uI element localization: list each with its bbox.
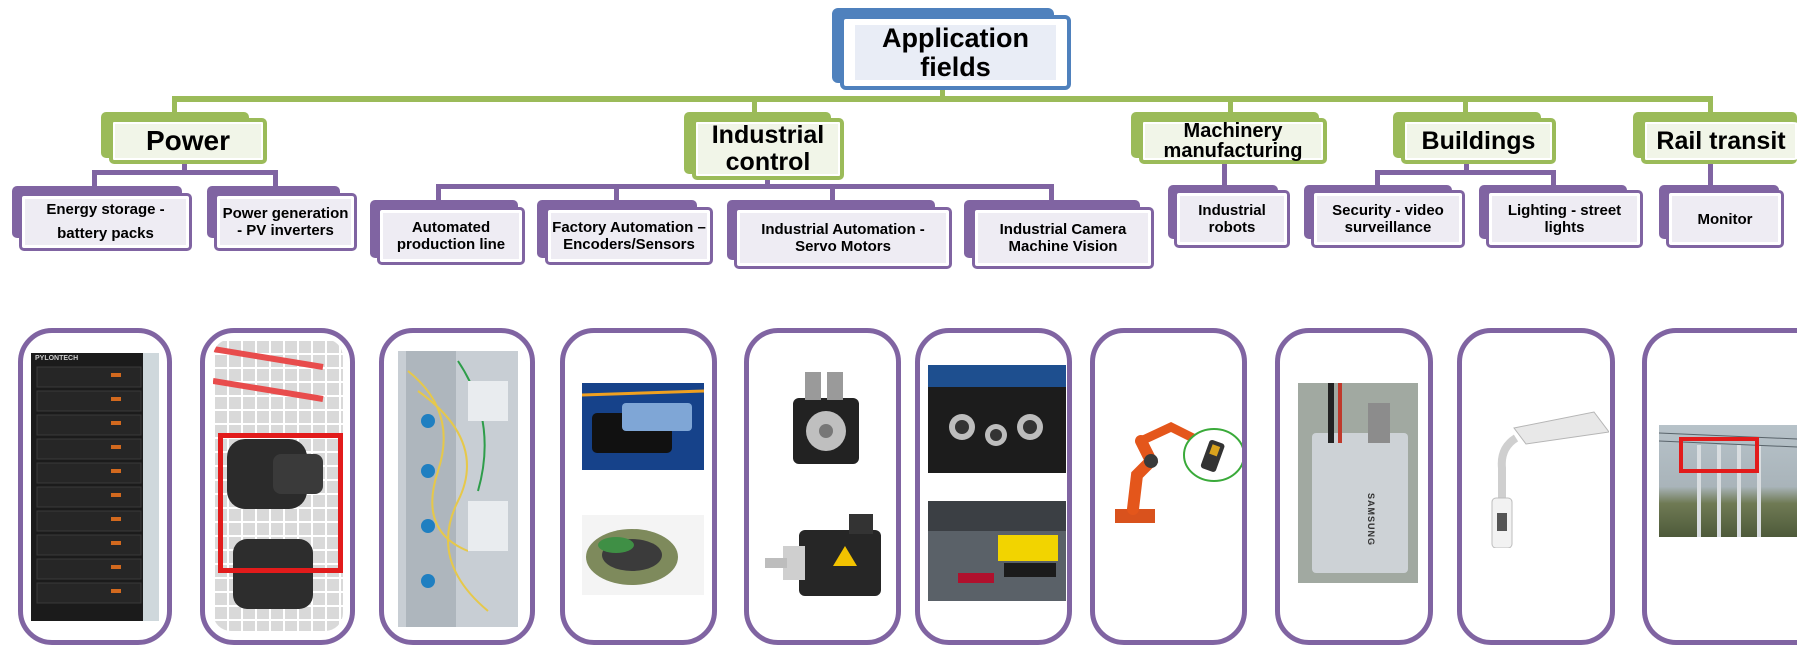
battery-brand-label: PYLONTECH [35,355,79,362]
sub-pv-inverters-label: Power generation - PV inverters [220,199,351,245]
category-buildings: Buildings [1401,118,1556,164]
sub-video-surveillance: Security - video surveillance [1311,190,1465,248]
image-frame-machine-vision [915,328,1072,645]
camera-image: SAMSUNG [1298,383,1418,583]
category-power: Power [109,118,267,164]
encoder-image-top [582,383,704,470]
street-light-image [1484,408,1609,548]
servo-bottom-drawing [765,514,881,596]
camera-drawing [1298,383,1418,583]
sub-video-surveillance-label: Security - video surveillance [1317,196,1459,242]
production-line-image [398,351,518,627]
servo-top-drawing [793,372,859,464]
vision-top-drawing [928,365,1066,446]
servo-image-bottom [759,508,889,613]
sub-energy-storage: Energy storage - battery packs [19,193,192,251]
buildings-sub-drop-2 [1551,170,1556,188]
image-frame-servo-motors [744,328,901,645]
category-machinery-label: Machinery manufacturing [1145,121,1321,161]
power-sub-drop-2 [273,170,278,188]
industrial-sub-drop-2 [614,184,619,202]
robot-image [1111,405,1242,535]
buildings-sub-drop-1 [1375,170,1380,188]
sub-machine-vision-label: Industrial Camera Machine Vision [978,213,1148,263]
sub-encoders-label: Factory Automation – Encoders/Sensors [551,213,707,259]
buildings-drop [1463,96,1468,118]
image-frame-monitor [1642,328,1797,645]
industrial-drop [752,96,757,118]
sub-industrial-robots-label: Industrial robots [1180,196,1284,242]
sub-servo-motors: Industrial Automation - Servo Motors [734,207,952,269]
category-rail-transit-label: Rail transit [1647,124,1795,158]
sub-street-lights-label: Lighting - street lights [1492,196,1637,242]
sub-production-line-label: Automated production line [383,213,519,259]
sub-pv-inverters: Power generation - PV inverters [214,193,357,251]
robot-drawing [1115,422,1242,523]
category-power-label: Power [115,124,261,158]
power-sub-drop-1 [92,170,97,188]
sub-energy-storage-label: Energy storage - battery packs [25,199,186,245]
industrial-sub-stem [765,178,770,188]
sub-street-lights: Lighting - street lights [1486,190,1643,248]
category-rail-transit: Rail transit [1641,118,1797,164]
industrial-sub-bus [436,184,1053,189]
monitor-highlight [1679,437,1759,473]
sub-monitor: Monitor [1666,190,1784,248]
image-frame-industrial-robots [1090,328,1247,645]
category-machinery: Machinery manufacturing [1139,118,1327,164]
category-industrial-control: Industrial control [692,118,844,180]
vision-image-bottom [928,501,1066,601]
industrial-sub-drop-4 [1049,184,1054,202]
vision-image-top [928,365,1066,473]
sub-industrial-robots: Industrial robots [1174,190,1290,248]
image-frame-energy-storage: PYLONTECH [18,328,172,645]
power-drop [172,96,177,118]
root-title: Application fields [855,23,1056,81]
buildings-sub-stem [1464,160,1469,174]
sub-production-line: Automated production line [377,207,525,265]
pv-connector-image [213,339,343,631]
industrial-sub-drop-3 [830,184,835,202]
encoder-image-bottom [582,515,704,595]
category-buildings-label: Buildings [1407,124,1550,158]
machinery-drop [1228,96,1233,118]
sub-monitor-label: Monitor [1672,196,1778,242]
encoder-bottom-drawing [586,529,678,585]
image-frame-street-lights [1457,328,1615,645]
category-bus-line [172,96,1712,102]
machinery-sub-stem [1222,162,1227,186]
category-industrial-control-label: Industrial control [698,122,838,176]
power-sub-stem [182,162,187,174]
image-frame-pv-inverters [200,328,355,645]
sub-encoders: Factory Automation – Encoders/Sensors [545,207,713,265]
battery-modules [36,353,159,621]
vision-bottom-drawing [928,501,1066,583]
rail-drop [1708,96,1713,118]
street-light-drawing [1491,411,1609,548]
pv-connector-highlight [218,433,343,573]
industrial-sub-drop-1 [436,184,441,202]
sub-servo-motors-label: Industrial Automation - Servo Motors [740,213,946,263]
sub-machine-vision: Industrial Camera Machine Vision [972,207,1154,269]
servo-image-top [779,368,869,468]
image-frame-encoders [560,328,717,645]
rail-sub-stem [1708,160,1713,188]
pv-connector-drawing [213,346,324,609]
production-line-drawing [406,351,508,627]
image-frame-production-line [379,328,535,645]
camera-brand-label: SAMSUNG [1366,493,1376,547]
encoder-top-drawing [582,389,704,453]
root-box: Application fields [840,15,1071,90]
battery-rack-image: PYLONTECH [31,353,159,621]
image-frame-video-surveillance: SAMSUNG [1275,328,1433,645]
rail-substation-drawing [1659,432,1797,537]
